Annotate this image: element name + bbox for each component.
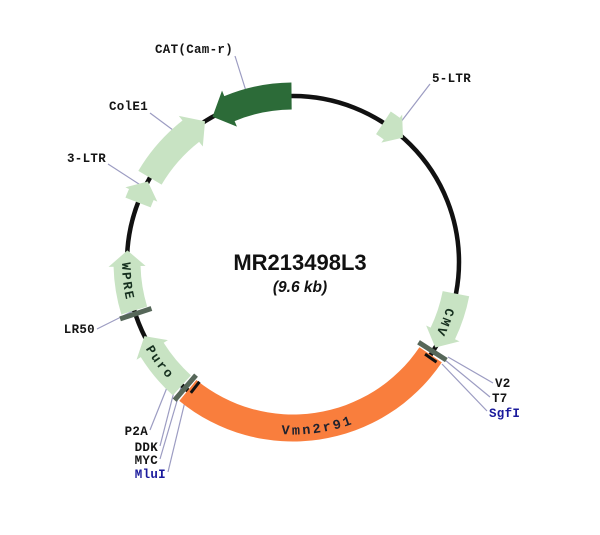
feature-vmn2r91	[179, 347, 442, 442]
orf-3p-tick	[189, 380, 201, 394]
leader-line-cat-cam-r	[234, 55, 247, 92]
label-v2: V2	[495, 377, 511, 391]
label-cole1: ColE1	[109, 100, 148, 114]
leader-line-3-ltr	[107, 163, 143, 187]
label-sgfi: SgfI	[489, 407, 520, 421]
leader-line-sgfi	[441, 363, 488, 412]
label-ddk: DDK	[135, 441, 159, 455]
feature-cmv	[426, 291, 470, 348]
feature-cat-cam-r	[212, 82, 292, 127]
leader-line-5-ltr	[396, 83, 431, 128]
feature-arcs	[108, 82, 470, 442]
label-5-ltr: 5-LTR	[432, 72, 471, 86]
wpre-end-marker	[119, 306, 153, 322]
junction-markers	[119, 306, 448, 402]
leader-line-t7	[444, 359, 491, 398]
puro-end-marker	[172, 373, 198, 402]
feature-wpre	[108, 250, 148, 315]
feature-3-ltr	[125, 181, 158, 208]
site-ticks	[189, 352, 438, 394]
plasmid-title: MR213498L3	[233, 250, 366, 275]
leader-line-lr50	[96, 307, 140, 330]
gene-start-marker	[417, 340, 448, 363]
feature-cole1	[138, 115, 206, 185]
label-cat-cam-r: CAT(Cam-r)	[155, 43, 233, 57]
label-mlui: MluI	[135, 468, 166, 482]
plasmid-size: (9.6 kb)	[273, 279, 327, 296]
feature-puro	[136, 336, 191, 396]
orf-5p-tick	[424, 352, 438, 364]
label-lr50: LR50	[64, 323, 95, 337]
label-t7: T7	[492, 392, 508, 406]
leader-line-v2	[447, 356, 494, 384]
label-3-ltr: 3-LTR	[67, 152, 106, 166]
label-p2a: P2A	[125, 425, 149, 439]
feature-5-ltr	[376, 111, 403, 143]
leader-lines	[96, 55, 494, 473]
label-myc: MYC	[135, 454, 159, 468]
